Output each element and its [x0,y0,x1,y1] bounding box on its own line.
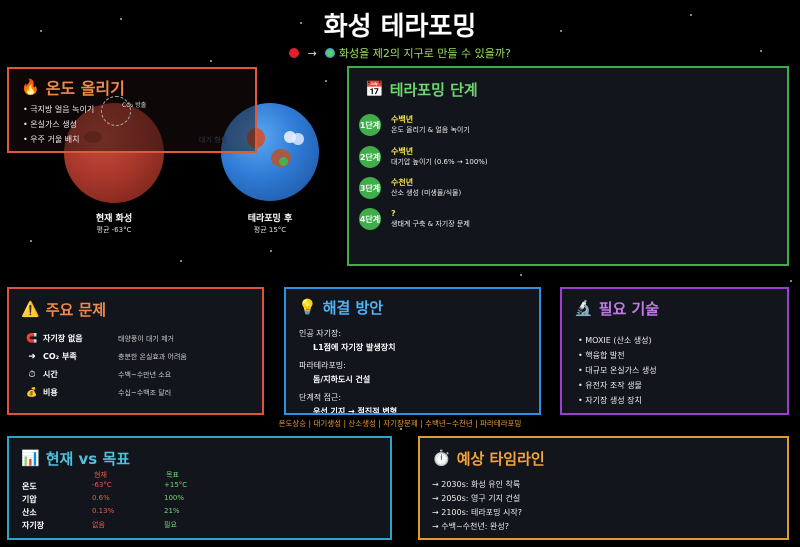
problem-desc: 태양풍이 대기 제거 [118,334,174,343]
table-row: 자기장 없음 필요 [22,521,177,530]
lightbulb-icon: 💡 [298,298,317,316]
list-item: 자기장 생성 장치 [578,393,657,408]
co2-bubble-icon [101,96,131,126]
stage-period: 수천년 [391,178,414,187]
page-subtitle: → 화성을 제2의 지구로 만들 수 있을까? [0,45,800,61]
problem-row: ⏱ 시간 수백~수만년 소요 [25,369,260,380]
stage-badge: 4단계 [359,208,381,230]
chart-icon: 📊 [21,449,40,467]
solution-detail: 돔/지하도시 건설 [313,375,371,384]
cloud-shape [292,133,304,145]
list-item: MOXIE (산소 생성) [578,333,657,348]
magnet-icon: 🧲 [26,333,38,344]
stages-title: 📅 테라포밍 단계 [365,80,478,99]
problem-desc: 수십~수백조 달러 [118,388,172,397]
temperature-title: 🔥 온도 올리기 [21,77,125,98]
tech-panel: 🔬 필요 기술 MOXIE (산소 생성) 핵융합 발전 대규모 온실가스 생성… [560,287,789,415]
list-item: 대규모 온실가스 생성 [578,363,656,378]
list-item: 2030s: 화성 유인 착륙 [432,478,522,492]
terraformed-label: 테라포밍 후 [247,214,293,224]
terraformed-temp: 평균 15°C [253,226,287,234]
list-item: 온실가스 생성 [23,117,94,132]
stopwatch-icon: ⏱ [28,369,36,380]
stage-desc: 온도 올리기 & 얼음 녹이기 [391,126,470,134]
table-row: 기압 0.6% 100% [22,494,185,504]
current-mars-temp: 평균 -63°C [96,226,132,234]
solution-heading: 인공 자기장: [299,329,342,338]
column-current-header: 현재 [94,471,107,479]
list-item: 핵융합 발전 [578,348,657,363]
solution-heading: 단계적 접근: [299,393,342,402]
solution-detail: L1점에 자기장 발생장치 [313,343,396,352]
stage-item: 4단계 ? 생태계 구축 & 자기장 문제 [359,208,470,230]
problem-row: ➜ CO₂ 부족 충분한 온실효과 어려움 [25,351,260,362]
temperature-list: 극지방 얼음 녹이기 온실가스 생성 우주 거울 배치 [23,102,94,147]
problem-name: 시간 [43,370,58,379]
stage-desc: 대기압 높이기 (0.6% → 100%) [391,158,488,166]
list-item: 2050s: 영구 기지 건설 [432,492,522,506]
problem-name: 자기장 없음 [43,334,83,343]
compare-panel: 📊 현재 vs 목표 현재 목표 온도 -63°C +15°C 기압 0.6% … [7,436,392,540]
warning-icon: ⚠️ [21,300,40,318]
list-item: 극지방 얼음 녹이기 [23,102,94,117]
stopwatch-icon: ⏱️ [432,449,451,467]
stage-period: 수백년 [391,115,414,124]
calendar-icon: 📅 [365,80,384,98]
solutions-title: 💡 해결 방안 [298,298,384,317]
problems-title: ⚠️ 주요 문제 [21,300,107,319]
list-item: 유전자 조작 생물 [578,378,657,393]
earth-dot-icon [325,48,336,58]
problem-row: 🧲 자기장 없음 태양풍이 대기 제거 [25,333,260,344]
fire-icon: 🔥 [21,77,40,96]
timeline-panel: ⏱️ 예상 타임라인 2030s: 화성 유인 착륙 2050s: 영구 기지 … [418,436,789,540]
list-item: 수백~수천년: 완성? [432,520,522,534]
stage-desc: 생태계 구축 & 자기장 문제 [391,220,470,228]
arrow-icon: → [307,47,317,60]
mars-dot-icon [289,48,300,58]
table-row: 온도 -63°C +15°C [22,481,188,491]
list-item: 2100s: 테라포밍 시작? [432,506,522,520]
problem-desc: 충분한 온실효과 어려움 [118,352,187,361]
compare-title: 📊 현재 vs 목표 [21,449,131,468]
temperature-panel: 🔥 온도 올리기 극지방 얼음 녹이기 온실가스 생성 우주 거울 배치 CO₂… [7,67,257,153]
stage-period: ? [391,209,396,218]
summary-strip: 온도상승 | 대기생성 | 산소생성 | 자기장문제 | 수백년~수천년 | 파… [278,419,522,428]
column-target-header: 목표 [166,471,179,479]
stage-badge: 1단계 [359,114,381,136]
solution-heading: 파라테라포밍: [299,361,346,370]
tech-title: 🔬 필요 기술 [574,299,660,318]
timeline-title: ⏱️ 예상 타임라인 [432,449,545,468]
problem-name: CO₂ 부족 [43,352,77,361]
stage-desc: 산소 생성 (미생물/식물) [391,189,462,197]
stage-period: 수백년 [391,147,414,156]
money-bag-icon: 💰 [26,387,38,398]
co2-label: CO₂ 방출 [122,102,147,109]
microscope-icon: 🔬 [574,299,593,317]
problem-desc: 수백~수만년 소요 [118,370,172,379]
page-title: 화성 테라포밍 [323,12,477,42]
list-item: 우주 거울 배치 [23,132,94,147]
vegetation-shape [279,157,288,166]
problem-row: 💰 비용 수십~수백조 달러 [25,387,260,398]
arrow-right-icon: ➜ [28,351,36,362]
table-row: 산소 0.13% 21% [22,507,180,517]
solutions-list: 인공 자기장: L1점에 자기장 발생장치 파라테라포밍: 돔/지하도시 건설 … [299,327,534,413]
current-mars-label: 현재 화성 [95,214,133,224]
tech-list: MOXIE (산소 생성) 핵융합 발전 대규모 온실가스 생성 유전자 조작 … [578,333,657,408]
stage-badge: 3단계 [359,177,381,199]
solution-detail: 우선 기지 → 점진적 변형 [313,407,398,413]
subtitle-text: 화성을 제2의 지구로 만들 수 있을까? [338,47,511,60]
problem-name: 비용 [43,388,58,397]
problems-panel: ⚠️ 주요 문제 🧲 자기장 없음 태양풍이 대기 제거 ➜ CO₂ 부족 충분… [7,287,264,415]
stage-badge: 2단계 [359,146,381,168]
timeline-list: 2030s: 화성 유인 착륙 2050s: 영구 기지 건설 2100s: 테… [432,478,522,534]
solutions-panel: 💡 해결 방안 인공 자기장: L1점에 자기장 발생장치 파라테라포밍: 돔/… [284,287,541,415]
